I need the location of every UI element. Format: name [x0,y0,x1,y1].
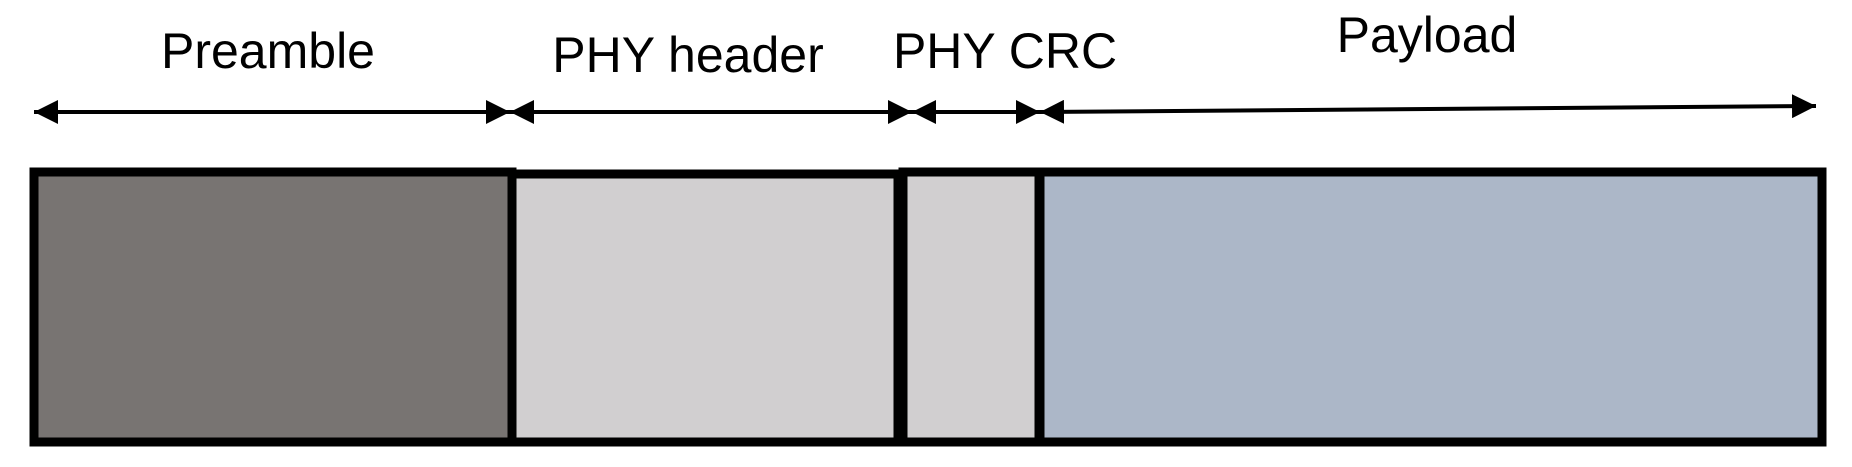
preamble-label: Preamble [161,23,375,79]
phy-header-label: PHY header [552,27,823,83]
phy-crc-segment [898,167,1044,447]
phy-crc-label: PHY CRC [893,23,1117,79]
phy-header-segment [507,169,903,447]
preamble-segment [29,167,517,447]
payload-label: Payload [1337,7,1518,63]
payload-segment [1035,167,1827,447]
payload-span-arrow [1039,94,1817,124]
